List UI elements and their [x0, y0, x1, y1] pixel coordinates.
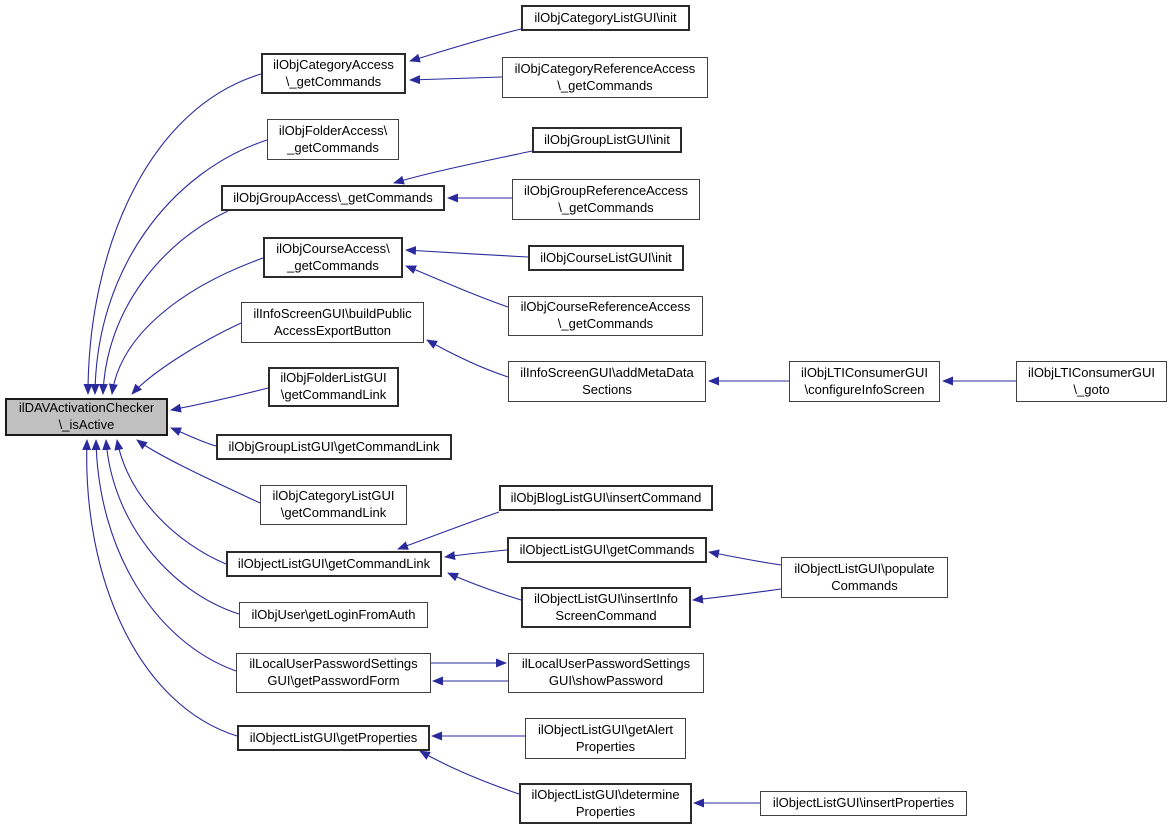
node-catlist-link[interactable]: ilObjCategoryListGUI \getCommandLink	[260, 485, 407, 525]
edge-folderlistlink-center	[170, 387, 269, 413]
node-get-props[interactable]: ilObjectListGUI\getProperties	[237, 725, 430, 751]
edge-insertinfo-objlistlink	[447, 572, 522, 601]
node-pwd-form[interactable]: ilLocalUserPasswordSettings GUI\getPassw…	[236, 653, 431, 693]
node-show-pwd[interactable]: ilLocalUserPasswordSettings GUI\showPass…	[508, 653, 704, 693]
node-grouplist-init[interactable]: ilObjGroupListGUI\init	[532, 127, 682, 153]
edge-folderaccess-center	[90, 139, 268, 395]
node-lti-goto[interactable]: ilObjLTIConsumerGUI \_goto	[1016, 361, 1167, 402]
node-grouplist-link[interactable]: ilObjGroupListGUI\getCommandLink	[216, 434, 452, 460]
node-get-commands[interactable]: ilObjectListGUI\getCommands	[507, 537, 707, 563]
edge-courseref-courseaccess	[405, 265, 509, 308]
node-catlist-init[interactable]: ilObjCategoryListGUI\init	[521, 5, 690, 31]
edge-catlistinit-cataccess	[409, 28, 522, 63]
edge-objlistlink-center	[114, 439, 227, 565]
edge-courseaccess-center	[108, 257, 264, 395]
edge-grouplistlink-center	[170, 427, 217, 447]
node-get-alert[interactable]: ilObjectListGUI\getAlert Properties	[525, 718, 686, 759]
edge-objuser-center	[102, 439, 240, 615]
edge-catref-cataccess	[409, 75, 503, 85]
node-cat-access[interactable]: ilObjCategoryAccess \_getCommands	[261, 53, 406, 94]
edge-determine-getprops	[419, 750, 520, 795]
edge-cataccess-center	[83, 73, 262, 395]
node-folder-access[interactable]: ilObjFolderAccess\ _getCommands	[267, 119, 399, 160]
node-blog-insert[interactable]: ilObjBlogListGUI\insertCommand	[499, 485, 713, 511]
edge-addmeta-infoscreenbuild	[426, 339, 509, 378]
edge-populate-getcommands	[708, 549, 782, 566]
node-group-ref[interactable]: ilObjGroupReferenceAccess \_getCommands	[512, 179, 700, 220]
node-addmeta[interactable]: ilInfoScreenGUI\addMetaData Sections	[508, 361, 706, 402]
node-determine-props[interactable]: ilObjectListGUI\determine Properties	[519, 783, 692, 824]
edge-bloginsert-objlistlink	[397, 511, 500, 550]
node-objlist-link[interactable]: ilObjectListGUI\getCommandLink	[226, 551, 442, 577]
node-courselist-init[interactable]: ilObjCourseListGUI\init	[528, 245, 684, 271]
node-infoscreen-build[interactable]: ilInfoScreenGUI\buildPublic AccessExport…	[241, 302, 424, 343]
edge-courseinit-courseaccess	[405, 246, 529, 258]
edge-infoscreenbuild-center	[131, 322, 242, 395]
edge-getprops-center	[82, 439, 238, 737]
edge-populate-insertinfo	[692, 588, 782, 604]
node-insert-info[interactable]: ilObjectListGUI\insertInfo ScreenCommand	[521, 587, 691, 628]
node-cat-ref[interactable]: ilObjCategoryReferenceAccess \_getComman…	[502, 57, 708, 98]
node-populate-cmds[interactable]: ilObjectListGUI\populate Commands	[781, 557, 948, 598]
node-folderlist-link[interactable]: ilObjFolderListGUI \getCommandLink	[268, 367, 399, 407]
node-objuser-login[interactable]: ilObjUser\getLoginFromAuth	[239, 602, 428, 628]
node-group-access[interactable]: ilObjGroupAccess\_getCommands	[221, 185, 445, 211]
node-dav-isactive: ilDAVActivationChecker \_isActive	[5, 398, 168, 436]
edge-pwdform-center	[91, 439, 237, 672]
node-insert-props[interactable]: ilObjectListGUI\insertProperties	[760, 791, 967, 816]
node-course-access[interactable]: ilObjCourseAccess\ _getCommands	[263, 237, 403, 278]
edge-groupinit-groupaccess	[393, 150, 533, 185]
node-course-ref[interactable]: ilObjCourseReferenceAccess \_getCommands	[508, 296, 703, 336]
node-configure-info[interactable]: ilObjLTIConsumerGUI \configureInfoScreen	[789, 361, 940, 402]
edge-groupaccess-center	[98, 210, 229, 395]
edge-catlistlink-center	[136, 439, 261, 504]
edge-getcommands-objlistlink	[444, 549, 508, 561]
